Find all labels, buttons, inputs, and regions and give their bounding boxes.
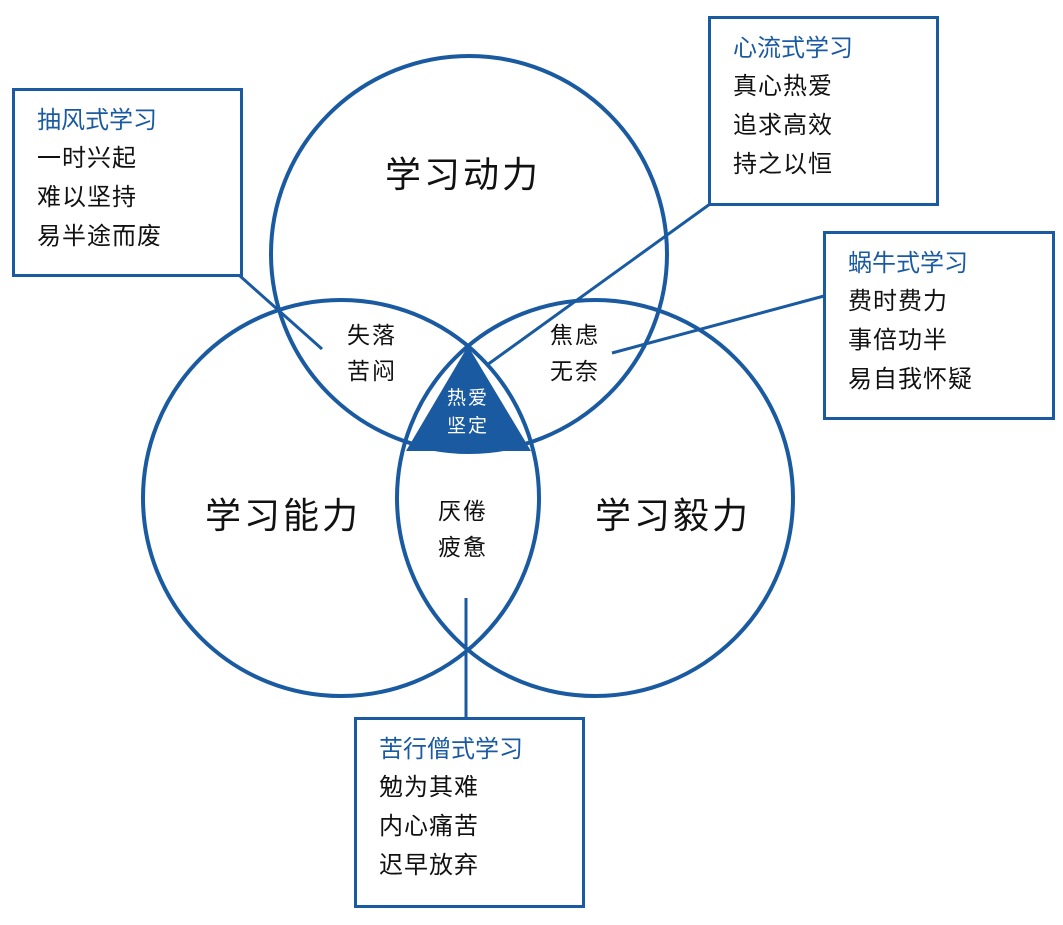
box-xinliu-title: 心流式学习 bbox=[733, 34, 853, 62]
label-center: 热爱 坚定 bbox=[428, 384, 508, 440]
box-choufeng-title: 抽风式学习 bbox=[37, 106, 157, 134]
box-woniu-line-1: 费时费力 bbox=[848, 287, 948, 315]
box-woniu-title: 蜗牛式学习 bbox=[848, 249, 968, 277]
overlap-top-left-line-2: 苦闷 bbox=[347, 359, 397, 385]
overlap-top-right-line-2: 无奈 bbox=[550, 359, 600, 385]
label-overlap-top-left: 失落 苦闷 bbox=[327, 318, 417, 390]
box-xinliu-line-3: 持之以恒 bbox=[733, 150, 833, 178]
center-line-1: 热爱 bbox=[446, 387, 489, 409]
circle-ability bbox=[141, 298, 541, 698]
overlap-top-left-line-1: 失落 bbox=[347, 323, 397, 349]
label-overlap-top-right: 焦虑 无奈 bbox=[530, 318, 620, 390]
overlap-bottom-line-1: 厌倦 bbox=[438, 499, 488, 525]
box-kuxing-title: 苦行僧式学习 bbox=[379, 735, 523, 763]
box-woniu: 蜗牛式学习 费时费力 事倍功半 易自我怀疑 bbox=[823, 231, 1055, 420]
center-line-2: 坚定 bbox=[446, 415, 489, 437]
box-choufeng-line-3: 易半途而废 bbox=[37, 222, 162, 250]
box-choufeng-line-2: 难以坚持 bbox=[37, 183, 137, 211]
circle-perseverance bbox=[395, 298, 795, 698]
overlap-top-right-line-1: 焦虑 bbox=[550, 323, 600, 349]
box-woniu-line-3: 易自我怀疑 bbox=[848, 365, 973, 393]
box-woniu-line-2: 事倍功半 bbox=[848, 326, 948, 354]
label-ability: 学习能力 bbox=[204, 496, 361, 537]
box-kuxing-line-2: 内心痛苦 bbox=[379, 812, 479, 840]
box-kuxing-line-3: 迟早放弃 bbox=[379, 851, 479, 879]
box-xinliu: 心流式学习 真心热爱 追求高效 持之以恒 bbox=[708, 16, 939, 206]
box-kuxing: 苦行僧式学习 勉为其难 内心痛苦 迟早放弃 bbox=[354, 717, 585, 908]
box-choufeng-line-1: 一时兴起 bbox=[37, 144, 137, 172]
box-xinliu-line-1: 真心热爱 bbox=[733, 72, 833, 100]
label-perseverance: 学习毅力 bbox=[594, 496, 751, 537]
center-triangle bbox=[406, 346, 531, 451]
circle-motivation bbox=[269, 54, 669, 454]
box-choufeng: 抽风式学习 一时兴起 难以坚持 易半途而废 bbox=[12, 88, 243, 277]
box-kuxing-line-1: 勉为其难 bbox=[379, 773, 479, 801]
overlap-bottom-line-2: 疲惫 bbox=[438, 535, 488, 561]
label-overlap-bottom: 厌倦 疲惫 bbox=[418, 494, 508, 566]
box-xinliu-line-2: 追求高效 bbox=[733, 111, 833, 139]
connector-xinliu bbox=[486, 202, 711, 367]
label-motivation: 学习动力 bbox=[384, 155, 541, 196]
